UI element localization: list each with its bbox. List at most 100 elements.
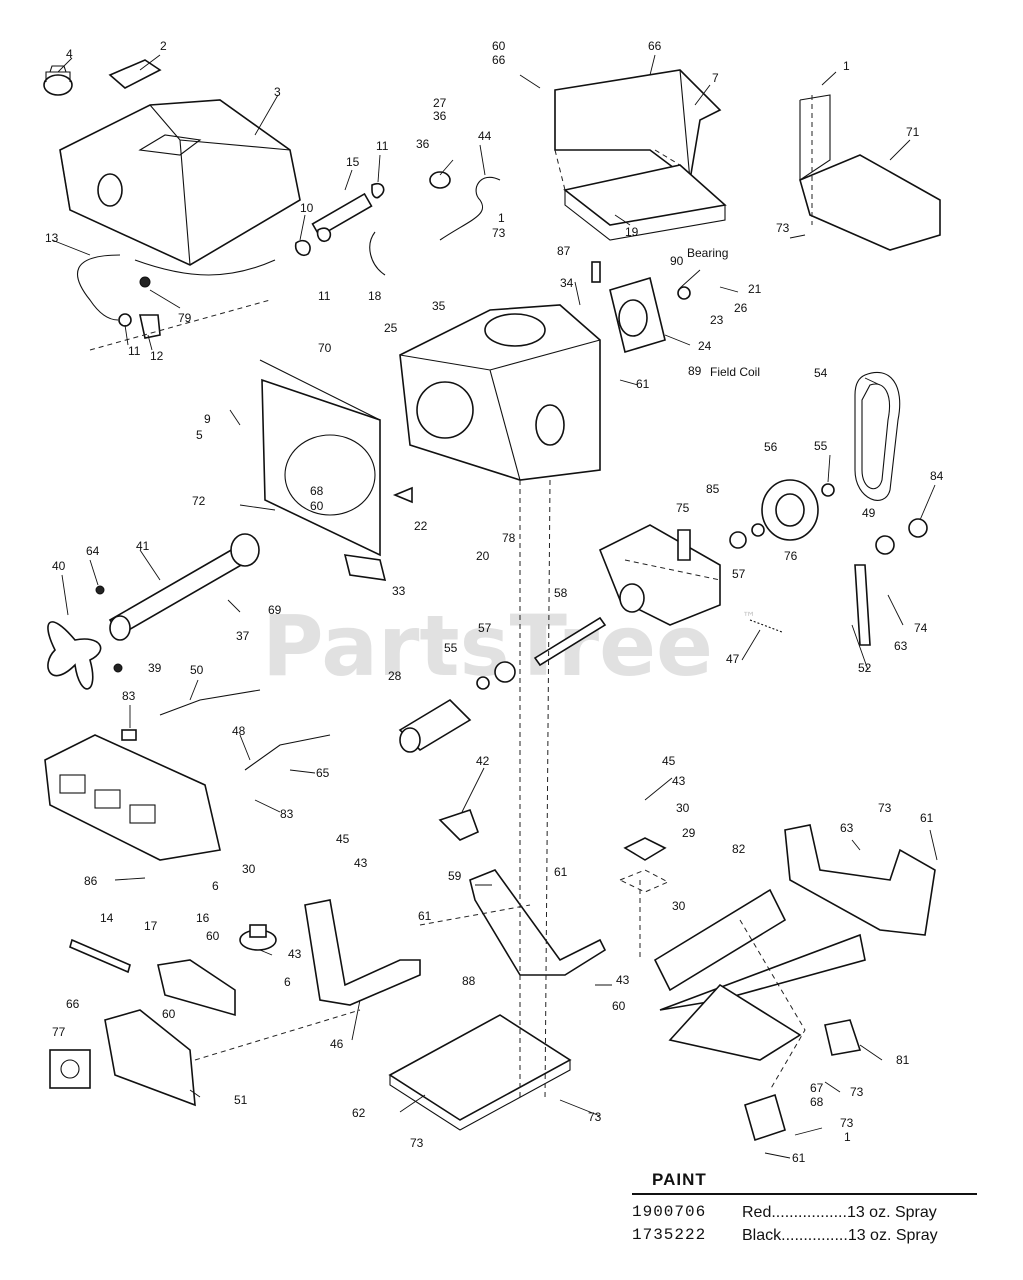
fuel-clamp — [118, 313, 132, 327]
callout-c83b: 83 — [280, 807, 294, 821]
callout-c42: 42 — [476, 754, 490, 768]
pulley-56 — [761, 479, 819, 541]
callout-c86: 86 — [84, 874, 98, 888]
callout-c30c: 30 — [242, 862, 256, 876]
callout-c87: 87 — [557, 244, 571, 258]
callout-c61d: 61 — [418, 909, 432, 923]
callout-c2: 2 — [160, 39, 167, 53]
screw-64 — [95, 585, 105, 595]
callout-c43c: 43 — [354, 856, 368, 870]
callout-c68b: 68 — [810, 1095, 824, 1109]
dash-7-19 — [554, 149, 681, 191]
callout-c60c: 60 — [612, 999, 626, 1013]
callout-c18: 18 — [368, 289, 382, 303]
callout-c15: 15 — [346, 155, 360, 169]
coupler-28 — [398, 698, 472, 753]
callout-c51: 51 — [234, 1093, 248, 1107]
callout-c1b: 1 — [843, 59, 850, 73]
plate-5 — [259, 359, 381, 557]
callout-c46: 46 — [330, 1037, 344, 1051]
hose-44 — [439, 176, 501, 241]
dash-housing — [44, 734, 221, 861]
bracket-19 — [563, 164, 727, 241]
callout-c73a: 73 — [492, 226, 506, 240]
callout-c65: 65 — [316, 766, 330, 780]
callout-c60b: 60 — [310, 499, 324, 513]
callout-c61a: 61 — [636, 377, 650, 391]
callout-c88: 88 — [462, 974, 476, 988]
callout-c73d: 73 — [410, 1136, 424, 1150]
callout-c33: 33 — [392, 584, 406, 598]
callout-c85: 85 — [706, 482, 720, 496]
callout-c43b: 43 — [616, 973, 630, 987]
callout-c10: 10 — [300, 201, 314, 215]
callout-c43a: 43 — [672, 774, 686, 788]
bearing-49 — [875, 535, 895, 555]
callout-c6b: 6 — [284, 975, 291, 989]
callout-c20: 20 — [476, 549, 490, 563]
cover-17 — [157, 959, 236, 1017]
callout-c4: 4 — [66, 47, 73, 61]
callout-c3: 3 — [274, 85, 281, 99]
callout-c37: 37 — [236, 629, 250, 643]
fuel-filter-washer — [139, 276, 151, 288]
callout-c14: 14 — [100, 911, 114, 925]
spacer-76 — [751, 523, 765, 537]
callout-c39: 39 — [148, 661, 162, 675]
callout-c55b: 55 — [444, 641, 458, 655]
callout-c74: 74 — [914, 621, 928, 635]
callout-c82: 82 — [732, 842, 746, 856]
callout-c43d: 43 — [288, 947, 302, 961]
pin-87 — [591, 261, 601, 283]
callout-c89: 89 — [688, 364, 702, 378]
callout-c57b: 57 — [478, 621, 492, 635]
callout-c64: 64 — [86, 544, 100, 558]
callout-c11b: 11 — [376, 139, 389, 153]
cover-51 — [104, 1009, 196, 1107]
callout-c75: 75 — [676, 501, 690, 515]
callout-c70: 70 — [318, 341, 332, 355]
callout-c48: 48 — [232, 724, 246, 738]
callout-c12: 12 — [150, 349, 164, 363]
callout-c29: 29 — [682, 826, 696, 840]
callout-c25: 25 — [384, 321, 398, 335]
callout-c23: 23 — [710, 313, 724, 327]
callout-c54: 54 — [814, 366, 828, 380]
callout-c73c: 73 — [878, 801, 892, 815]
callout-c50: 50 — [190, 663, 204, 677]
paint-color: Black — [742, 1227, 782, 1244]
link-75 — [677, 529, 691, 561]
callout-c45b: 45 — [336, 832, 350, 846]
tube-15 — [311, 192, 373, 238]
callout-c47: 47 — [726, 652, 740, 666]
callout-c6a: 6 — [212, 879, 219, 893]
paint-code: 1735222 — [632, 1226, 707, 1244]
paint-color: Red — [742, 1204, 772, 1221]
callout-c71: 71 — [906, 125, 920, 139]
cable-50 — [159, 689, 261, 716]
clamp-11-top — [371, 182, 385, 199]
callout-c59: 59 — [448, 869, 462, 883]
isolator-16 — [239, 924, 277, 951]
fuel-valve — [139, 314, 161, 339]
seal-77 — [49, 1049, 91, 1089]
paint-row-black: 1735222 Black ............... 13 oz. Spr… — [632, 1224, 992, 1247]
arm-63 — [854, 564, 871, 646]
callout-c11a: 11 — [128, 344, 141, 358]
clamp-10 — [294, 239, 311, 257]
callout-c61c: 61 — [554, 865, 568, 879]
callout-c7: 7 — [712, 71, 719, 85]
callout-c11c: 11 — [318, 289, 331, 303]
paint-dots: ............... — [781, 1227, 848, 1244]
paint-code: 1900706 — [632, 1203, 707, 1221]
callout-c63a: 63 — [894, 639, 908, 653]
bearing-57 — [729, 531, 747, 549]
panel-63 — [784, 824, 936, 936]
plate-62 — [388, 1014, 572, 1131]
callout-c30a: 30 — [676, 801, 690, 815]
callout-c30b: 30 — [672, 899, 686, 913]
belt-54 — [854, 371, 901, 501]
callout-c67: 67 — [810, 1081, 824, 1095]
clutch-24 — [609, 276, 666, 354]
